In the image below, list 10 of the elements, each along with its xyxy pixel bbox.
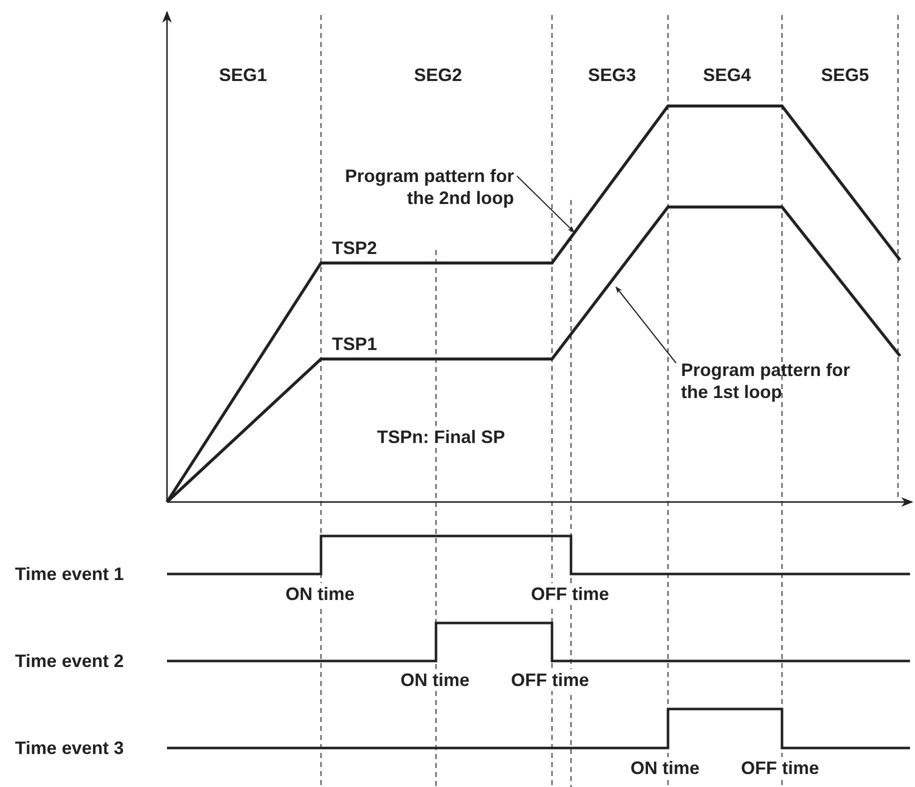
- leader-line: [516, 176, 574, 232]
- timing-label: ON time: [628, 757, 702, 779]
- timing-label: OFF time: [529, 583, 612, 605]
- timing-label: OFF time: [739, 757, 822, 779]
- program-pattern-line: [166, 104, 902, 503]
- callout-text: Program pattern for the 1st loop: [681, 359, 881, 403]
- timing-label: ON time: [284, 583, 357, 605]
- leader-line: [616, 286, 676, 364]
- callout-text: Program pattern for the 2nd loop: [319, 165, 514, 209]
- timing-label: OFF time: [509, 669, 592, 691]
